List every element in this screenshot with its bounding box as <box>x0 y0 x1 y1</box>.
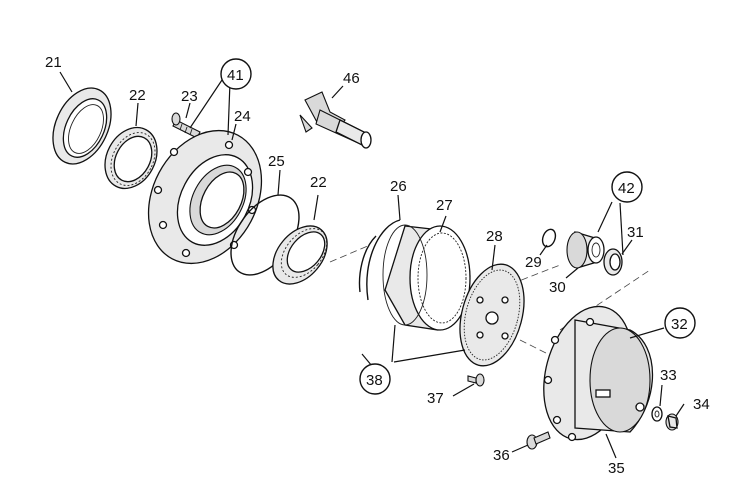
label-46: 46 <box>343 70 360 87</box>
part-37-screw <box>467 373 485 387</box>
label-26: 26 <box>390 178 407 195</box>
label-30: 30 <box>549 279 566 296</box>
label-41: 41 <box>227 67 244 84</box>
part-22-bearing-right <box>272 225 328 285</box>
callout-circle-38 <box>359 363 391 395</box>
part-27-ring-gear <box>382 224 471 331</box>
label-23: 23 <box>181 88 198 105</box>
label-28: 28 <box>486 228 503 245</box>
label-34: 34 <box>693 396 710 413</box>
label-22-left: 22 <box>129 87 146 104</box>
part-21-seal <box>52 87 112 165</box>
callout-circle-32 <box>664 307 696 339</box>
label-25: 25 <box>268 153 285 170</box>
label-27: 27 <box>436 197 453 214</box>
label-32: 32 <box>671 316 688 333</box>
part-34-plug <box>665 413 679 431</box>
label-33: 33 <box>660 367 677 384</box>
part-32-cover <box>543 305 654 442</box>
part-22-bearing-left <box>104 126 158 190</box>
label-31: 31 <box>627 224 644 241</box>
label-36: 36 <box>493 447 510 464</box>
part-24-hub <box>147 129 263 265</box>
part-26-snap-ring <box>358 219 401 301</box>
label-42: 42 <box>618 180 635 197</box>
part-46-shaft <box>299 91 372 149</box>
part-31-gear <box>603 248 623 276</box>
label-37: 37 <box>427 390 444 407</box>
label-21: 21 <box>45 54 62 71</box>
label-35: 35 <box>608 460 625 477</box>
part-36-bolt <box>526 431 551 450</box>
label-38: 38 <box>366 372 383 389</box>
label-24: 24 <box>234 108 251 125</box>
part-28-carrier-disk <box>459 263 525 367</box>
part-33-washer <box>651 406 663 422</box>
callout-circle-42 <box>611 171 643 203</box>
part-29-ring <box>541 228 557 248</box>
label-22-right: 22 <box>310 174 327 191</box>
callout-circle-41 <box>220 58 252 90</box>
part-30-gear <box>566 231 605 269</box>
label-29: 29 <box>525 254 542 271</box>
